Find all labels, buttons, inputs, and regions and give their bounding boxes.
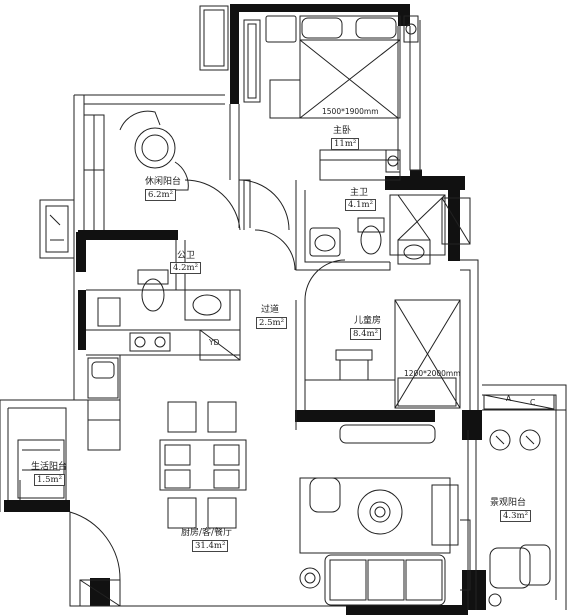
room-label-leisure-balcony: 休闲阳台 <box>145 177 182 187</box>
leisure-balcony-furniture <box>119 110 241 231</box>
room-label-master-bath: 主卫 <box>350 188 369 198</box>
room-area-kids-room: 8.4m² <box>350 328 381 340</box>
room-label-service-balcony: 生活阳台 <box>31 462 68 472</box>
view-balcony-furniture <box>483 394 555 607</box>
room-area-master-bedroom: 11m² <box>331 138 360 150</box>
entrance-door <box>69 511 121 607</box>
kids-room-furniture <box>305 299 461 409</box>
room-area-master-bath: 4.1m² <box>345 199 376 211</box>
room-area-service-balcony: 1.5m² <box>34 474 65 486</box>
structural-walls <box>4 4 486 615</box>
room-area-view-balcony: 4.3m² <box>500 510 531 522</box>
room-area-leisure-balcony: 6.2m² <box>145 189 176 201</box>
leisure-balcony-bay <box>39 114 105 259</box>
dining-set <box>159 401 247 529</box>
master-bath-fixtures <box>309 194 471 265</box>
kids-bed-size: 1200*2000mm <box>404 369 461 378</box>
ac-label-c: C <box>530 398 536 407</box>
room-label-public-bath: 公卫 <box>177 251 196 261</box>
ac-label-a: A <box>506 394 512 403</box>
living-furniture <box>299 424 471 606</box>
room-label-kids-room: 儿童房 <box>354 316 382 326</box>
room-area-living: 31.4m² <box>192 540 229 552</box>
corridor-doors <box>254 229 346 430</box>
room-label-view-balcony: 景观阳台 <box>490 498 527 508</box>
room-area-corridor: 2.5m² <box>256 317 287 329</box>
room-area-public-bath: 4.2m² <box>170 262 201 274</box>
yd-tag: YD <box>209 338 220 347</box>
public-bath-fixtures <box>86 269 241 361</box>
wall-outlines <box>0 5 567 610</box>
master-bedroom-furniture <box>238 15 419 231</box>
room-label-living: 厨房/客/餐厅 <box>181 528 233 538</box>
kitchen-counter <box>17 357 121 499</box>
room-label-corridor: 过道 <box>261 305 280 315</box>
master-bed-size: 1500*1900mm <box>322 107 379 116</box>
room-label-master-bedroom: 主卧 <box>333 126 352 136</box>
